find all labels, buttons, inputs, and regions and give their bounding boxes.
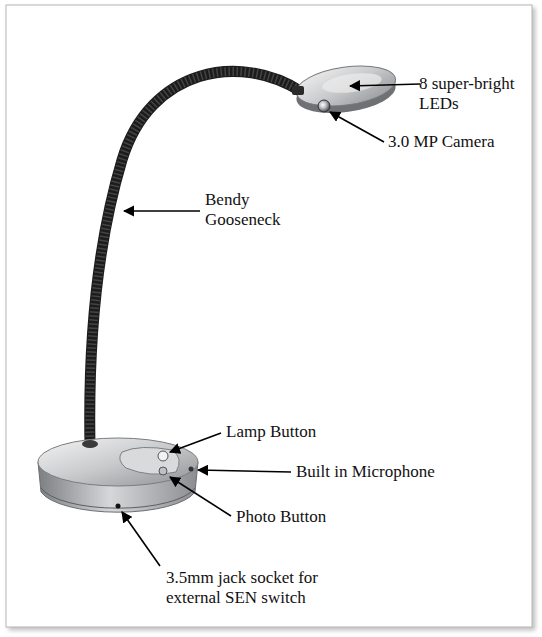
callout-label: 3.0 MP Camera — [388, 132, 495, 152]
callout-label: 8 super-bright LEDs — [419, 74, 537, 114]
leader-arrow — [122, 512, 160, 566]
callout-label: Photo Button — [236, 507, 326, 527]
camera-lens — [318, 100, 330, 112]
callout-label: 3.5mm jack socket for external SEN switc… — [166, 568, 338, 608]
leader-arrow — [170, 477, 231, 516]
leader-arrow — [350, 84, 420, 86]
gooseneck-ribs — [90, 71, 302, 446]
lamp-button — [158, 451, 168, 461]
leader-arrow — [330, 112, 384, 142]
jack-socket — [116, 504, 121, 509]
gooseneck — [90, 71, 302, 446]
lamp-base — [38, 438, 198, 512]
lamp-head — [292, 60, 398, 119]
photo-button — [159, 467, 167, 475]
callout-label: Bendy Gooseneck — [205, 190, 297, 230]
base-seam — [41, 488, 195, 508]
leader-arrow — [198, 470, 291, 472]
neck-joint — [292, 86, 304, 95]
leader-arrow — [124, 210, 200, 212]
leader-lines — [122, 84, 420, 566]
leader-arrow — [170, 433, 221, 452]
head-highlight — [321, 70, 383, 96]
callout-label: Built in Microphone — [296, 462, 435, 482]
neck-collar — [82, 440, 98, 448]
microphone-hole — [189, 467, 194, 472]
callout-label: Lamp Button — [226, 422, 316, 442]
head-top — [294, 60, 398, 112]
